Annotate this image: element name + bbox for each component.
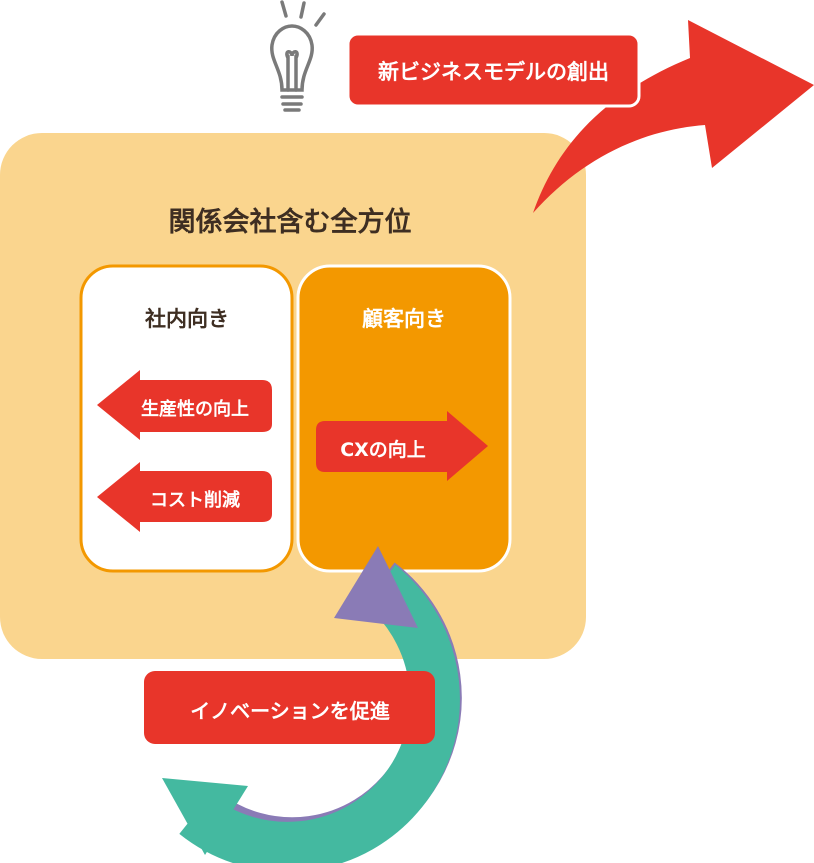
cost-reduction-arrow	[97, 462, 272, 532]
upward-curved-arrow-icon	[533, 20, 814, 213]
container-title: 関係会社含む全方位	[168, 207, 412, 238]
top-label: 新ビジネスモデルの創出	[378, 60, 609, 84]
productivity-label: 生産性の向上	[141, 399, 249, 420]
internal-title: 社内向き	[145, 307, 229, 331]
cx-label: CXの向上	[340, 439, 426, 461]
cost-reduction-label: コスト削減	[150, 490, 240, 511]
top-label-box	[346, 32, 641, 108]
customer-title: 顧客向き	[362, 307, 446, 331]
purple-arrowhead	[334, 546, 418, 628]
cycle-label: イノベーションを促進	[190, 699, 390, 723]
lightbulb-icon	[270, 0, 326, 112]
cx-arrow	[316, 411, 488, 481]
teal-arrowhead	[162, 778, 248, 855]
cycle-label-box	[144, 671, 435, 744]
cycle-arrows-icon	[179, 562, 462, 863]
productivity-arrow	[97, 370, 272, 440]
